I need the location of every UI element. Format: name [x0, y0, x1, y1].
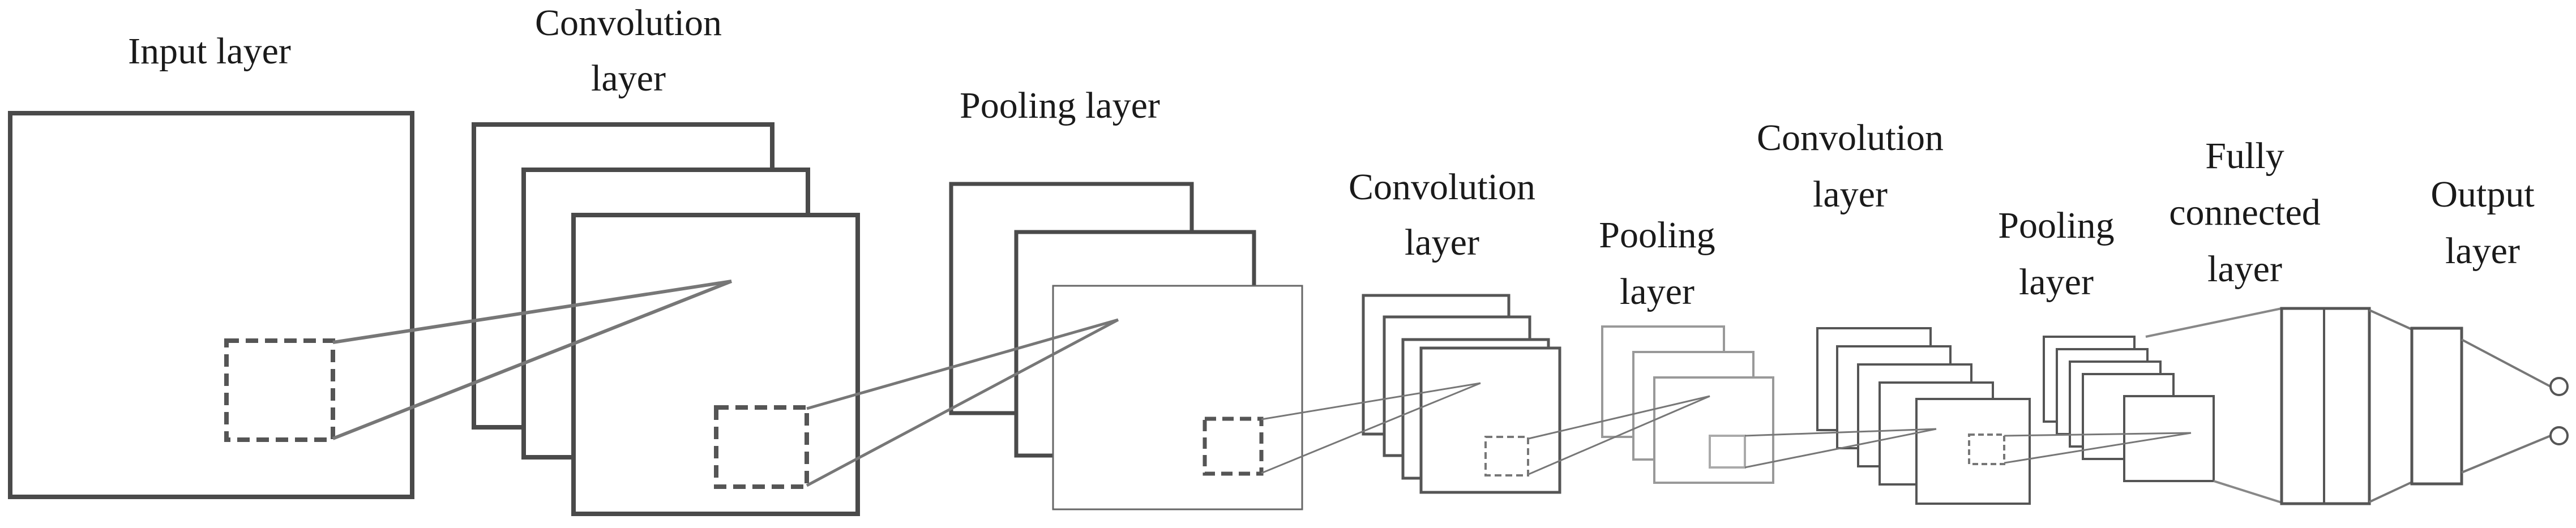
conv3-map-front — [1915, 398, 2031, 505]
label-pool2-line2: layer — [1620, 271, 1694, 312]
label-pool2-line1: Pooling — [1599, 214, 1715, 256]
pool3-map-front — [2123, 395, 2215, 482]
label-input-layer: Input layer — [128, 31, 291, 72]
label-output-line1: Output — [2430, 174, 2534, 215]
fc-block-outer — [2280, 307, 2371, 505]
pool1-to-conv2-connector — [1261, 382, 1481, 474]
label-conv2-line1: Convolution — [1349, 166, 1535, 208]
pool2-to-conv3-connector — [1744, 428, 1937, 469]
label-pool3-line2: layer — [2019, 261, 2094, 303]
pool2-receptive-field — [1709, 435, 1746, 469]
input-to-conv1-connector — [332, 280, 733, 440]
label-conv1-line2: layer — [591, 58, 666, 99]
conv3-to-pool3-connector — [2004, 432, 2192, 464]
fc-to-output-bottom — [2369, 481, 2412, 503]
conv2-map-front — [1419, 346, 1561, 494]
pool1-receptive-field — [1203, 417, 1264, 476]
input-layer — [8, 111, 414, 499]
label-fully-connected-line1: Fully — [2205, 135, 2284, 177]
output-block — [2410, 327, 2463, 486]
label-fully-connected-line2: connected — [2169, 192, 2321, 233]
output-node-1 — [2549, 377, 2569, 396]
pool2-layer — [1601, 325, 1774, 484]
conv3-receptive-field — [1968, 433, 2005, 465]
label-conv1-line1: Convolution — [535, 2, 722, 44]
conv2-layer — [1362, 294, 1561, 494]
fc-to-output-top — [2369, 309, 2412, 330]
conv1-receptive-field — [714, 405, 809, 489]
pool1-map-front — [1052, 285, 1303, 510]
label-pool1: Pooling layer — [960, 85, 1160, 126]
label-output-line2: layer — [2445, 230, 2520, 272]
output-line-top — [2461, 338, 2551, 388]
fully-connected-layer — [2280, 307, 2412, 505]
pool3-to-fc-connector — [2145, 307, 2282, 504]
conv1-layer — [472, 122, 860, 516]
pool3-layer — [2043, 336, 2215, 482]
label-conv3-line2: layer — [1813, 174, 1888, 215]
label-pool3-line1: Pooling — [1998, 205, 2114, 246]
output-node-2 — [2549, 426, 2569, 445]
conv1-to-pool1-connector — [806, 318, 1119, 487]
pool1-layer — [949, 182, 1303, 510]
label-conv2-line2: layer — [1405, 222, 1479, 263]
label-fully-connected-line3: layer — [2207, 248, 2282, 290]
conv3-layer — [1816, 327, 2031, 505]
input-receptive-field — [224, 338, 335, 442]
output-layer — [2410, 327, 2569, 486]
conv2-receptive-field — [1484, 436, 1529, 477]
input-layer-map — [8, 111, 414, 499]
conv2-to-pool2-connector — [1528, 395, 1710, 475]
conv1-map-front — [571, 213, 860, 516]
label-conv3-line1: Convolution — [1757, 117, 1944, 158]
output-line-bottom — [2461, 435, 2551, 474]
